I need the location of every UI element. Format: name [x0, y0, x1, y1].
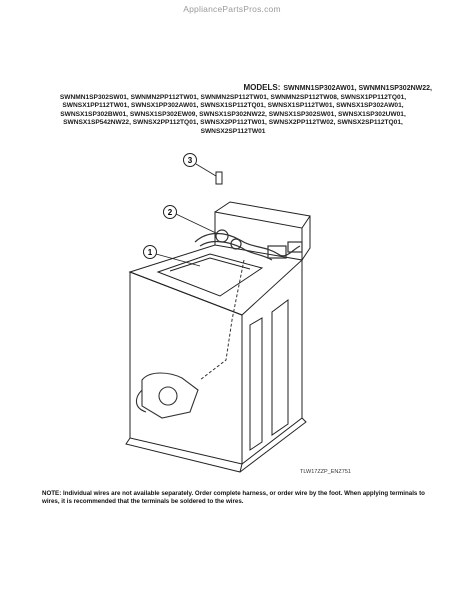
callout-3: 3	[183, 153, 197, 167]
part-3	[215, 171, 223, 185]
cabinet-front	[129, 271, 243, 465]
washer-wiring-diagram: 3 2 1	[125, 153, 311, 473]
harness-drop	[199, 259, 245, 381]
models-first-line: SWNMN1SP302AW01, SWNMN1SP302NW22,	[283, 85, 432, 92]
models-line: SWNMN1SP302SW01, SWNMN2PP112TW01, SWNMN2…	[59, 93, 407, 101]
models-list: MODELS:SWNMN1SP302AW01, SWNMN1SP302NW22,…	[28, 83, 438, 137]
cabinet-side	[241, 260, 303, 466]
svg-text:3: 3	[188, 156, 193, 165]
motor-area	[141, 372, 199, 419]
watermark: AppliancePartsPros.com	[183, 4, 281, 14]
models-line: SWNSX1PP112TW01, SWNSX1PP302AW01, SWNSX1…	[62, 102, 404, 110]
harness-top	[194, 232, 301, 257]
callout-1: 1	[143, 245, 157, 259]
models-line: SWNSX1SP542NW22, SWNSX2PP112TQ01, SWNSX2…	[63, 119, 403, 127]
callout-2: 2	[163, 205, 177, 219]
note: NOTE: Individual wires are not available…	[42, 490, 432, 506]
models-line: SWNSX1SP302BW01, SWNSX1SP302EW09, SWNSX1…	[60, 110, 406, 118]
models-header: MODELS:SWNMN1SP302AW01, SWNMN1SP302NW22,	[28, 83, 438, 94]
note-prefix: NOTE:	[42, 490, 62, 497]
note-text: Individual wires are not available separ…	[42, 490, 425, 505]
models-label: MODELS:	[243, 83, 281, 92]
drawing-reference: TLW17ZZP_ENZ751	[300, 469, 351, 475]
models-line: SWNSX2SP112TW01	[200, 127, 266, 135]
svg-text:2: 2	[168, 208, 173, 217]
lid	[156, 253, 264, 297]
svg-text:1: 1	[148, 248, 153, 257]
